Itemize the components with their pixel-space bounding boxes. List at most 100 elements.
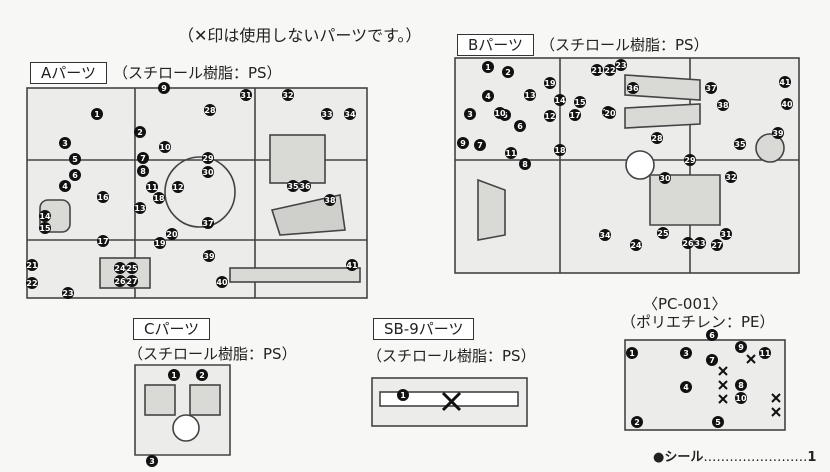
part-number-b-15: 15 (574, 96, 586, 108)
part-number-b-26: 26 (682, 237, 694, 249)
svg-text:7: 7 (709, 356, 715, 365)
part-number-b-12: 12 (544, 110, 556, 122)
svg-text:40: 40 (781, 100, 793, 109)
sprue-c-material: （スチロール樹脂：PS） (128, 345, 297, 363)
part-number-b-23: 23 (615, 59, 627, 71)
svg-text:7: 7 (140, 154, 146, 163)
svg-text:34: 34 (599, 231, 611, 240)
part-number-b-32: 32 (725, 171, 737, 183)
part-number-a-28: 28 (204, 104, 216, 116)
part-number-b-27: 27 (711, 239, 723, 251)
svg-text:23: 23 (615, 61, 626, 70)
part-number-a-29: 29 (202, 152, 214, 164)
part-number-a-24: 24 (114, 262, 126, 274)
svg-text:3: 3 (467, 110, 473, 119)
part-number-b-36: 36 (627, 82, 639, 94)
svg-text:15: 15 (574, 98, 586, 107)
part-number-a-22: 22 (26, 277, 38, 289)
svg-text:6: 6 (517, 122, 523, 131)
unused-marks-pc (718, 354, 781, 417)
svg-text:13: 13 (134, 204, 145, 213)
part-number-a-34: 34 (344, 108, 356, 120)
part-number-pc-2: 2 (631, 416, 643, 428)
part-number-pc-10: 10 (735, 392, 747, 404)
part-number-c-3: 3 (146, 455, 158, 467)
unused-parts-note: （✕印は使用しないパーツです。） (178, 26, 422, 45)
part-number-pc-9: 9 (735, 341, 747, 353)
part-number-a-33: 33 (321, 108, 333, 120)
part-number-a-26: 26 (114, 275, 126, 287)
part-number-a-30: 30 (202, 166, 214, 178)
part-number-pc-11: 11 (759, 347, 771, 359)
svg-text:37: 37 (705, 84, 716, 93)
part-number-a-6: 6 (69, 169, 81, 181)
seal-line: ●シール……………………1 (653, 446, 816, 465)
svg-text:24: 24 (114, 264, 126, 273)
sprue-a-material: （スチロール樹脂：PS） (112, 64, 282, 82)
part-number-b-9: 9 (457, 137, 469, 149)
svg-text:3: 3 (149, 457, 155, 466)
svg-text:31: 31 (240, 91, 252, 100)
part-number-b-18: 18 (554, 144, 566, 156)
svg-text:12: 12 (544, 112, 555, 121)
part-number-pc-4: 4 (680, 381, 692, 393)
svg-text:11: 11 (505, 149, 517, 158)
svg-text:19: 19 (544, 79, 556, 88)
svg-text:8: 8 (140, 167, 146, 176)
part-number-b-4: 4 (482, 90, 494, 102)
part-number-pc-6: 6 (706, 329, 718, 341)
part-number-b-35: 35 (734, 138, 746, 150)
svg-text:17: 17 (569, 111, 580, 120)
svg-text:1: 1 (94, 110, 100, 119)
part-number-a-36: 36 (299, 180, 311, 192)
svg-text:36: 36 (627, 84, 639, 93)
svg-text:41: 41 (779, 78, 791, 87)
svg-text:11: 11 (759, 349, 771, 358)
part-number-a-13: 13 (134, 202, 146, 214)
svg-text:6: 6 (72, 171, 78, 180)
sprue-pc-label: 〈PC-001〉 (643, 295, 727, 313)
part-number-b-39: 39 (772, 127, 784, 139)
part-number-b-14: 14 (554, 94, 566, 106)
sprue-b-label: Bパーツ (457, 34, 534, 56)
part-number-pc-7: 7 (706, 354, 718, 366)
svg-text:8: 8 (522, 160, 528, 169)
part-number-a-16: 16 (97, 191, 109, 203)
part-number-b-13: 13 (524, 89, 536, 101)
part-number-a-14: 14 (39, 210, 51, 222)
sprue-c-header: Cパーツ (133, 318, 216, 340)
svg-text:25: 25 (657, 229, 669, 238)
svg-text:27: 27 (126, 277, 137, 286)
part-number-a-9: 9 (158, 82, 170, 94)
svg-text:9: 9 (738, 343, 744, 352)
part-number-a-38: 38 (324, 194, 336, 206)
svg-text:7: 7 (477, 141, 483, 150)
part-number-b-7: 7 (474, 139, 486, 151)
part-number-b-19: 19 (544, 77, 556, 89)
sprue-c-label: Cパーツ (133, 318, 211, 340)
svg-text:35: 35 (287, 182, 299, 191)
svg-text:8: 8 (738, 381, 744, 390)
part-number-b-21: 21 (591, 64, 603, 76)
unused-mark-sb9 (441, 391, 462, 412)
part-number-a-12: 12 (172, 181, 184, 193)
part-number-c-1: 1 (168, 369, 180, 381)
svg-text:4: 4 (683, 383, 689, 392)
sprue-a-label: Aパーツ (30, 62, 107, 84)
svg-text:4: 4 (62, 182, 68, 191)
svg-text:39: 39 (772, 129, 784, 138)
svg-text:41: 41 (346, 261, 358, 270)
part-number-b-17: 17 (569, 109, 581, 121)
svg-text:5: 5 (72, 155, 78, 164)
svg-text:17: 17 (97, 237, 108, 246)
svg-text:35: 35 (734, 140, 746, 149)
svg-text:9: 9 (460, 139, 466, 148)
part-number-a-23: 23 (62, 287, 74, 299)
part-number-b-22: 22 (604, 64, 616, 76)
sprue-b-header: Bパーツ（スチロール樹脂：PS） (457, 34, 709, 56)
sprue-b-frame (454, 57, 800, 274)
svg-text:38: 38 (324, 196, 336, 205)
svg-text:40: 40 (216, 278, 228, 287)
svg-text:28: 28 (204, 106, 216, 115)
